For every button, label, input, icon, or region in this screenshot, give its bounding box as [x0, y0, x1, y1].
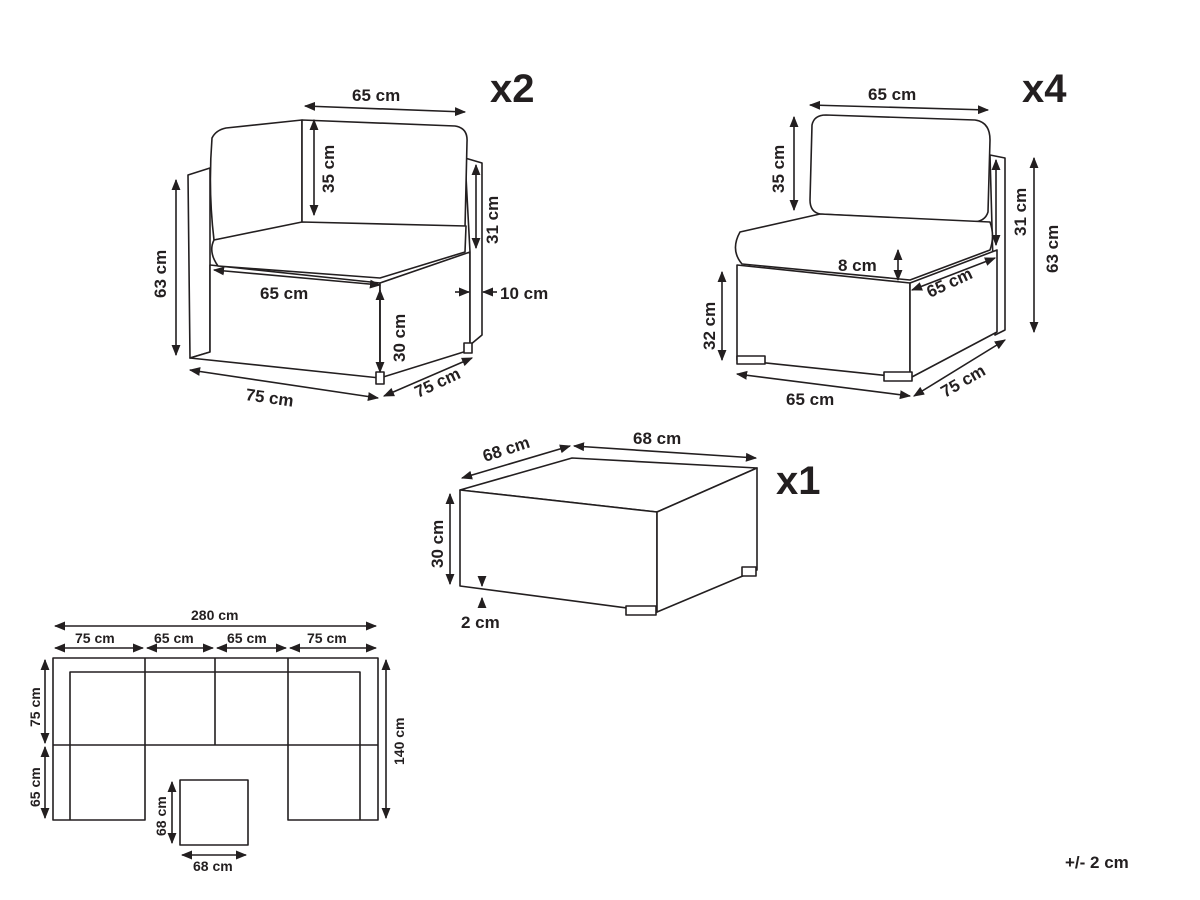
table-foot — [741, 566, 757, 577]
dim-label: 75 cm — [307, 630, 347, 646]
armless-chair: x4 65 cm 35 cm 31 cm 63 cm 8 cm 65 cm 32… — [700, 67, 1067, 409]
corner-chair-left-frame — [187, 167, 211, 359]
dim-label: 31 cm — [483, 196, 502, 244]
armless-chair-foot — [883, 371, 913, 382]
dim-label: 31 cm — [1011, 188, 1030, 236]
armless-chair-back-cushion — [809, 114, 991, 223]
table-front-face — [459, 489, 658, 613]
dim-arrow — [188, 367, 380, 401]
dim-arrow — [808, 100, 990, 115]
corner-chair-foot — [463, 342, 473, 354]
dim-label: 75 cm — [27, 687, 43, 727]
dim-arrow — [913, 339, 1006, 397]
dim-arrow — [212, 266, 382, 289]
dim-label: 32 cm — [700, 302, 719, 350]
dim-label: 8 cm — [838, 256, 877, 275]
dim-label: 65 cm — [868, 85, 916, 104]
dim-arrow — [910, 257, 997, 291]
quantity-label: x1 — [776, 459, 821, 503]
dim-arrow — [572, 442, 758, 462]
dim-label: 65 cm — [786, 390, 834, 409]
plan-ottoman — [179, 779, 249, 846]
dim-label: 63 cm — [151, 250, 170, 298]
dim-label: 65 cm — [227, 630, 267, 646]
dim-label: 280 cm — [191, 607, 238, 623]
dim-arrow — [382, 357, 474, 397]
tolerance-label: +/- 2 cm — [1065, 853, 1129, 872]
coffee-table: x1 68 cm 68 cm 30 cm 2 cm — [428, 429, 821, 632]
corner-chair: x2 65 cm 35 cm 31 cm 63 cm 65 cm 10 cm 3… — [151, 67, 548, 411]
dim-arrow — [735, 370, 912, 400]
corner-chair-foot — [375, 371, 385, 385]
quantity-label: x4 — [1022, 67, 1067, 111]
layout-plan: 280 cm 75 cm 65 cm 65 cm 75 cm 75 cm 65 … — [27, 607, 407, 874]
dim-label: 75 cm — [938, 361, 989, 402]
table-side-face — [656, 467, 758, 613]
dim-label: 65 cm — [27, 767, 43, 807]
table-foot — [625, 605, 657, 616]
dim-label: 35 cm — [319, 145, 338, 193]
armless-chair-foot — [736, 355, 766, 365]
quantity-label: x2 — [490, 67, 535, 111]
dim-arrow — [460, 444, 572, 480]
dim-label: 68 cm — [480, 433, 532, 466]
dim-label: 35 cm — [769, 145, 788, 193]
dim-arrow — [303, 101, 467, 117]
dim-label: 68 cm — [193, 858, 233, 874]
dim-label: 10 cm — [500, 284, 548, 303]
dim-label: 75 cm — [75, 630, 115, 646]
plan-inner-lines — [53, 658, 378, 820]
dim-label: 65 cm — [154, 630, 194, 646]
corner-chair-back-cushion-left — [209, 119, 303, 241]
dim-label: 30 cm — [390, 314, 409, 362]
dim-label: 65 cm — [352, 86, 400, 105]
dim-label: 140 cm — [391, 718, 407, 765]
dim-label: 75 cm — [244, 385, 294, 411]
dim-label: 75 cm — [412, 364, 464, 402]
dim-label: 30 cm — [428, 520, 447, 568]
corner-chair-seat-cushion — [210, 221, 467, 279]
dim-label: 2 cm — [461, 613, 500, 632]
dim-label: 68 cm — [633, 429, 681, 448]
dim-label: 63 cm — [1043, 225, 1062, 273]
dim-label: 68 cm — [153, 796, 169, 836]
corner-chair-back-cushion-right — [301, 119, 468, 229]
dim-label: 65 cm — [260, 284, 308, 303]
